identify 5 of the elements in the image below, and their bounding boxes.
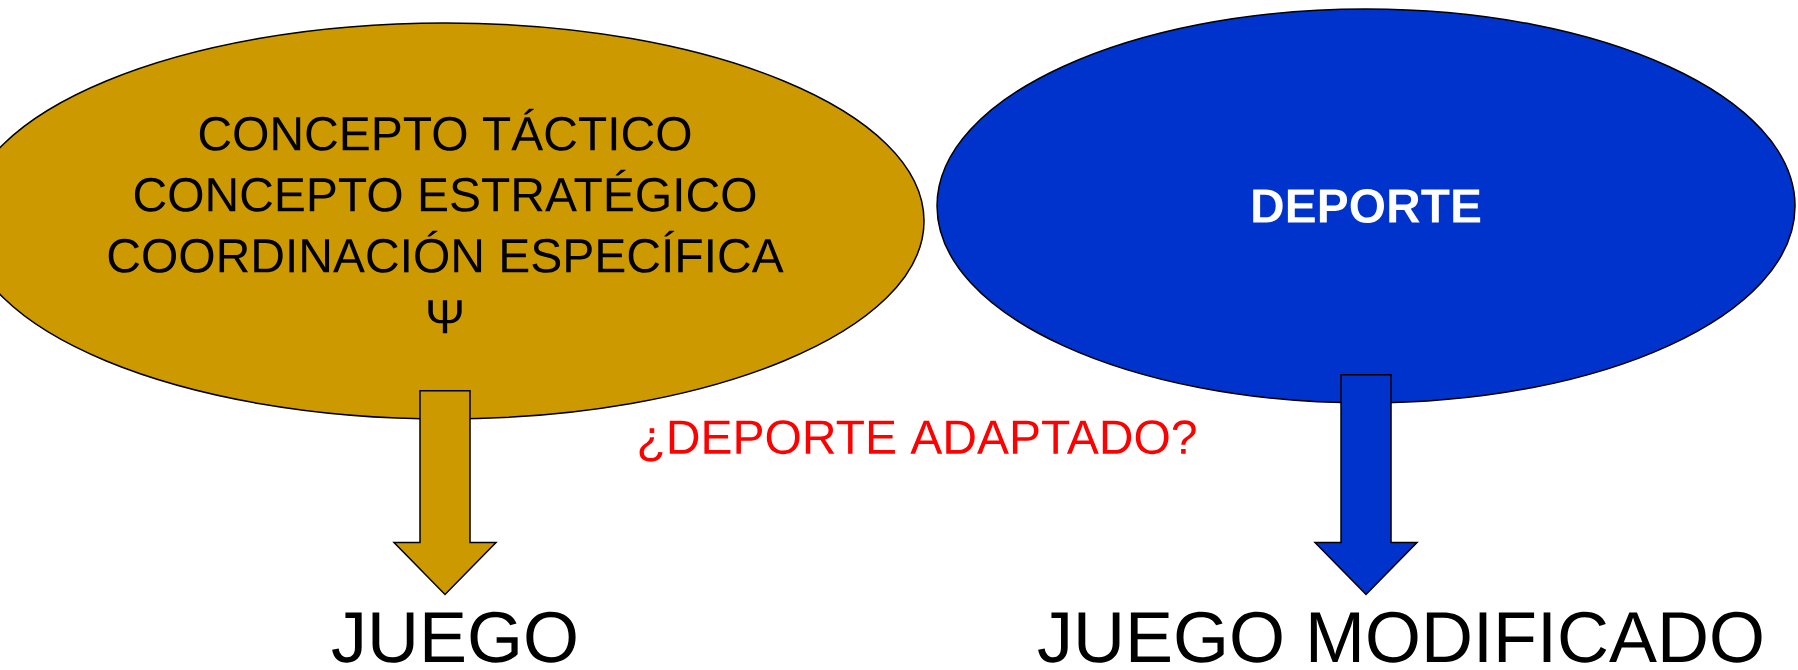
result-label: JUEGO MODIFICADO [1038, 611, 1762, 663]
question-label: ¿DEPORTE ADAPTADO? [639, 420, 1196, 462]
block-arrow [1313, 374, 1419, 596]
block-arrow [392, 390, 498, 596]
result-label: JUEGO [332, 611, 576, 663]
